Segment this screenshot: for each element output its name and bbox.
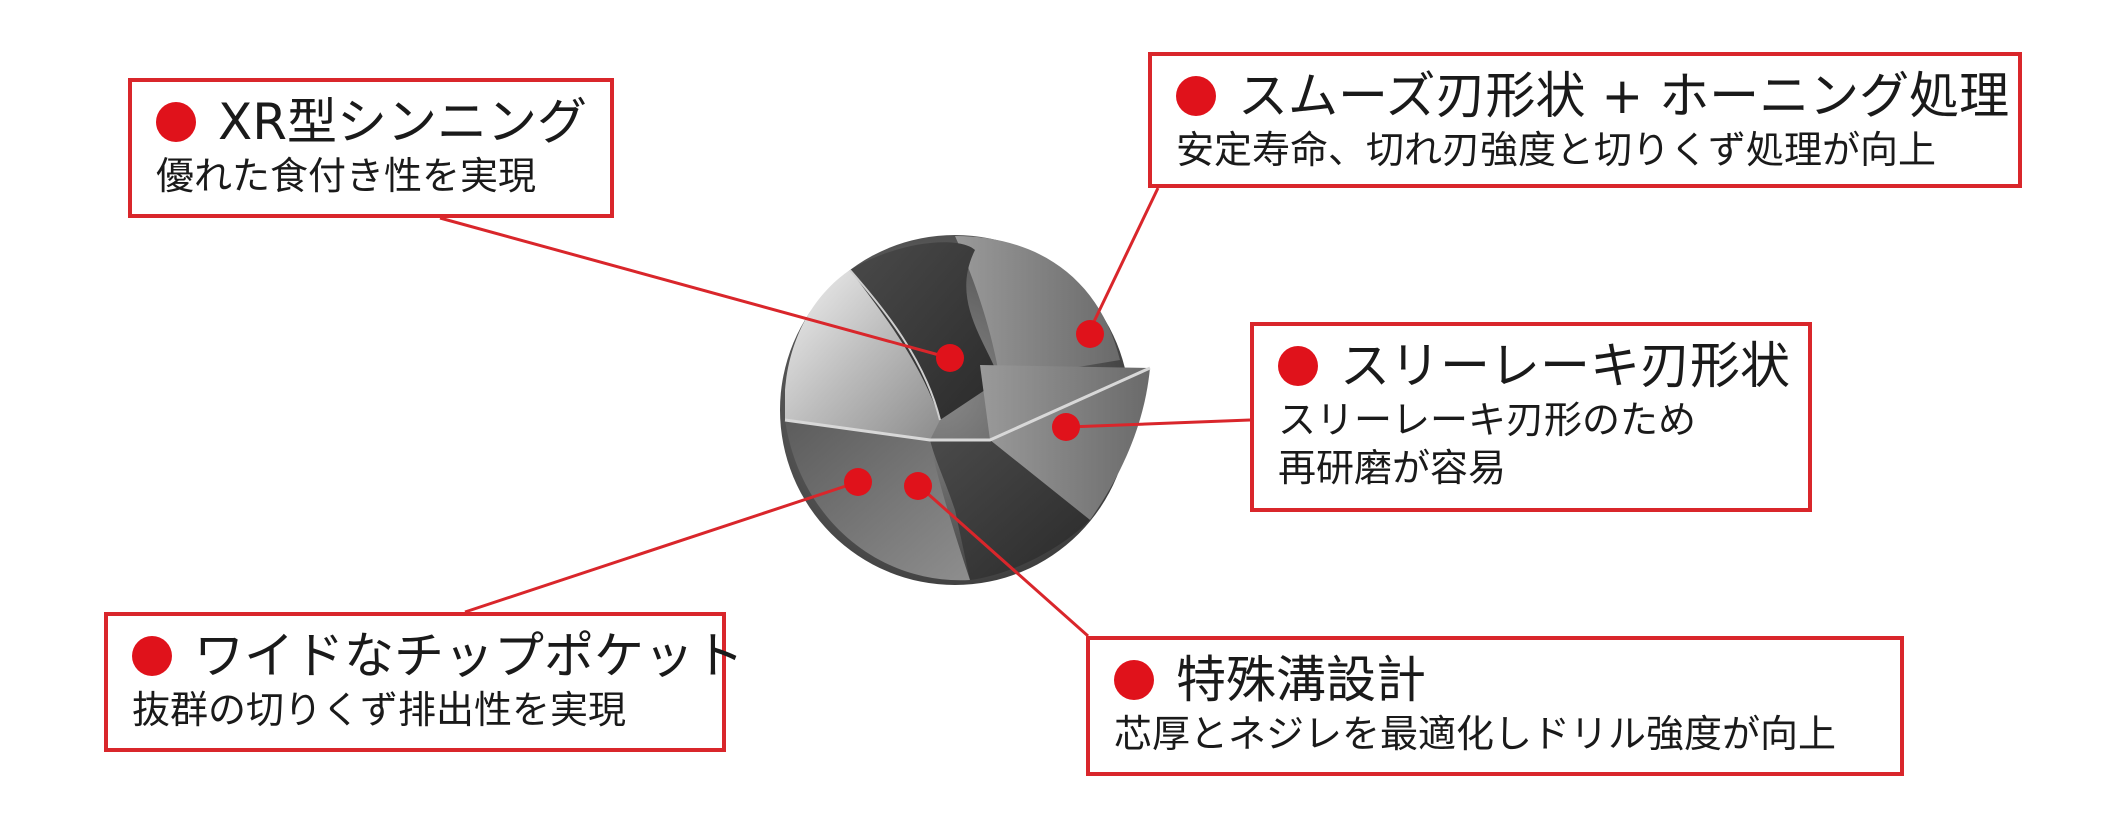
marker-dot-three-rake xyxy=(1052,413,1080,441)
marker-dot-smooth-edge xyxy=(1076,320,1104,348)
callout-desc: スリーレーキ刃形のため xyxy=(1278,398,1697,442)
callout-title: スリーレーキ刃形状 xyxy=(1340,337,1790,395)
red-dot-icon xyxy=(1176,76,1216,116)
leader-line-three-rake xyxy=(1067,418,1251,429)
leader-line-xr-thinning xyxy=(439,216,951,360)
leader-line-special-flute xyxy=(917,483,1089,638)
callout-smooth-edge-honing: スムーズ刃形状 + ホーニング処理 安定寿命、切れ刃強度と切りくず処理が向上 xyxy=(1148,52,2022,188)
red-dot-icon xyxy=(1114,660,1154,700)
marker-dot-special-flute xyxy=(904,472,932,500)
callout-wide-chip-pocket: ワイドなチップポケット 抜群の切りくず排出性を実現 xyxy=(104,612,744,752)
callout-title: スムーズ刃形状 + ホーニング処理 xyxy=(1238,67,2010,125)
leader-line-smooth-edge xyxy=(1088,187,1160,331)
red-dot-icon xyxy=(132,636,172,676)
callout-special-flute-design: 特殊溝設計 芯厚とネジレを最適化しドリル強度が向上 xyxy=(1086,636,1904,776)
callout-title: ワイドなチップポケット xyxy=(194,627,744,685)
marker-dot-chip-pocket xyxy=(844,468,872,496)
callout-desc: 優れた食付き性を実現 xyxy=(156,154,537,198)
callout-title: 特殊溝設計 xyxy=(1176,651,1426,709)
red-dot-icon xyxy=(1278,346,1318,386)
leader-line-chip-pocket xyxy=(464,480,859,614)
marker-dot-xr-thinning xyxy=(936,344,964,372)
callout-xr-thinning: XR型シンニング 優れた食付き性を実現 xyxy=(128,78,614,218)
callout-desc: 抜群の切りくず排出性を実現 xyxy=(132,688,627,732)
callout-desc: 芯厚とネジレを最適化しドリル強度が向上 xyxy=(1114,712,1837,756)
red-dot-icon xyxy=(156,102,196,142)
drill-tip-image xyxy=(780,235,1151,585)
callout-title: XR型シンニング xyxy=(218,93,587,151)
callout-desc: 安定寿命、切れ刃強度と切りくず処理が向上 xyxy=(1176,128,1937,172)
callout-desc: 再研磨が容易 xyxy=(1278,446,1507,490)
callout-three-rake-edge: スリーレーキ刃形状 スリーレーキ刃形のため 再研磨が容易 xyxy=(1250,322,1812,512)
